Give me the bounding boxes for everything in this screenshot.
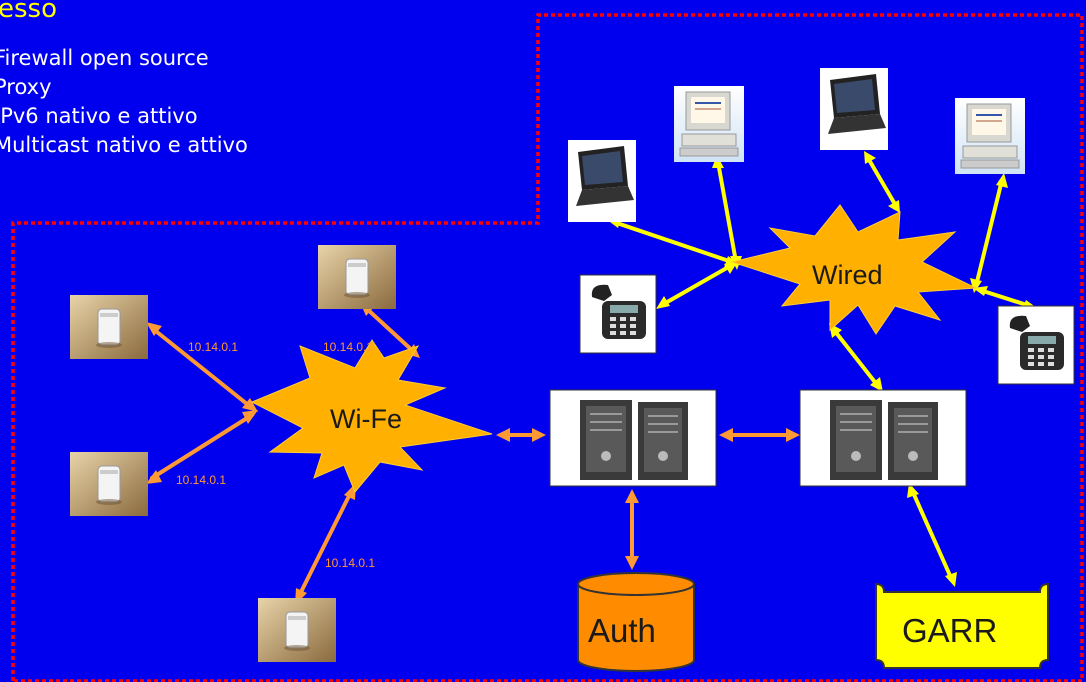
feature-item: Multicast nativo e attivo: [0, 133, 248, 157]
laptop-icon-1: [568, 140, 636, 222]
wired-cloud-label: Wired: [812, 260, 883, 290]
access-point-icon-3: [69, 451, 149, 517]
wired-link-pc2: [974, 178, 1004, 288]
ip-label-ap1: 10.14.0.1: [188, 340, 239, 354]
desktop-pc-icon-1: [673, 85, 745, 163]
auth-label: Auth: [588, 612, 656, 649]
feature-list: Firewall open source Proxy IPv6 nativo e…: [0, 44, 248, 160]
auth-database: [577, 572, 695, 672]
wifi-cloud-burst: [250, 339, 493, 493]
wired-link-phone1: [660, 263, 734, 307]
laptop-icon-2: [820, 68, 888, 150]
access-point-icon-4: [257, 597, 337, 663]
ip-label-ap2: 10.14.0.1: [323, 340, 374, 354]
wired-link-phone2: [978, 288, 1032, 308]
page-title: esso: [0, 0, 57, 24]
wired-link-laptop2: [866, 156, 898, 208]
feature-item: IPv6 nativo e attivo: [0, 104, 198, 128]
access-point-icon-2: [317, 244, 397, 310]
feature-item: Firewall open source: [0, 46, 209, 70]
server-icon-2: [799, 389, 967, 487]
wifi-link-ap4: [296, 488, 354, 600]
wifi-cloud-label: Wi-Fe: [330, 404, 402, 434]
wired-cloud-burst: [730, 204, 978, 335]
phone-icon-2: [997, 305, 1075, 385]
desktop-pc-icon-2: [954, 97, 1026, 175]
wired-link-laptop1: [612, 220, 734, 264]
wifi-link-ap1: [150, 326, 254, 410]
link-wired-server: [832, 328, 880, 388]
link-server-garr: [910, 488, 954, 582]
garr-label: GARR: [902, 612, 998, 649]
wired-link-pc1: [716, 160, 738, 264]
network-boundary: [11, 13, 1084, 682]
phone-icon-1: [579, 274, 657, 354]
wifi-link-ap2: [364, 306, 416, 354]
server-icon-1: [549, 389, 717, 487]
access-point-icon-1: [69, 294, 149, 360]
ip-label-ap3: 10.14.0.1: [176, 473, 227, 487]
feature-item: Proxy: [0, 75, 52, 99]
garr-plaque: [875, 582, 1049, 669]
ip-label-ap4: 10.14.0.1: [325, 556, 376, 570]
wifi-link-ap3: [150, 413, 254, 480]
